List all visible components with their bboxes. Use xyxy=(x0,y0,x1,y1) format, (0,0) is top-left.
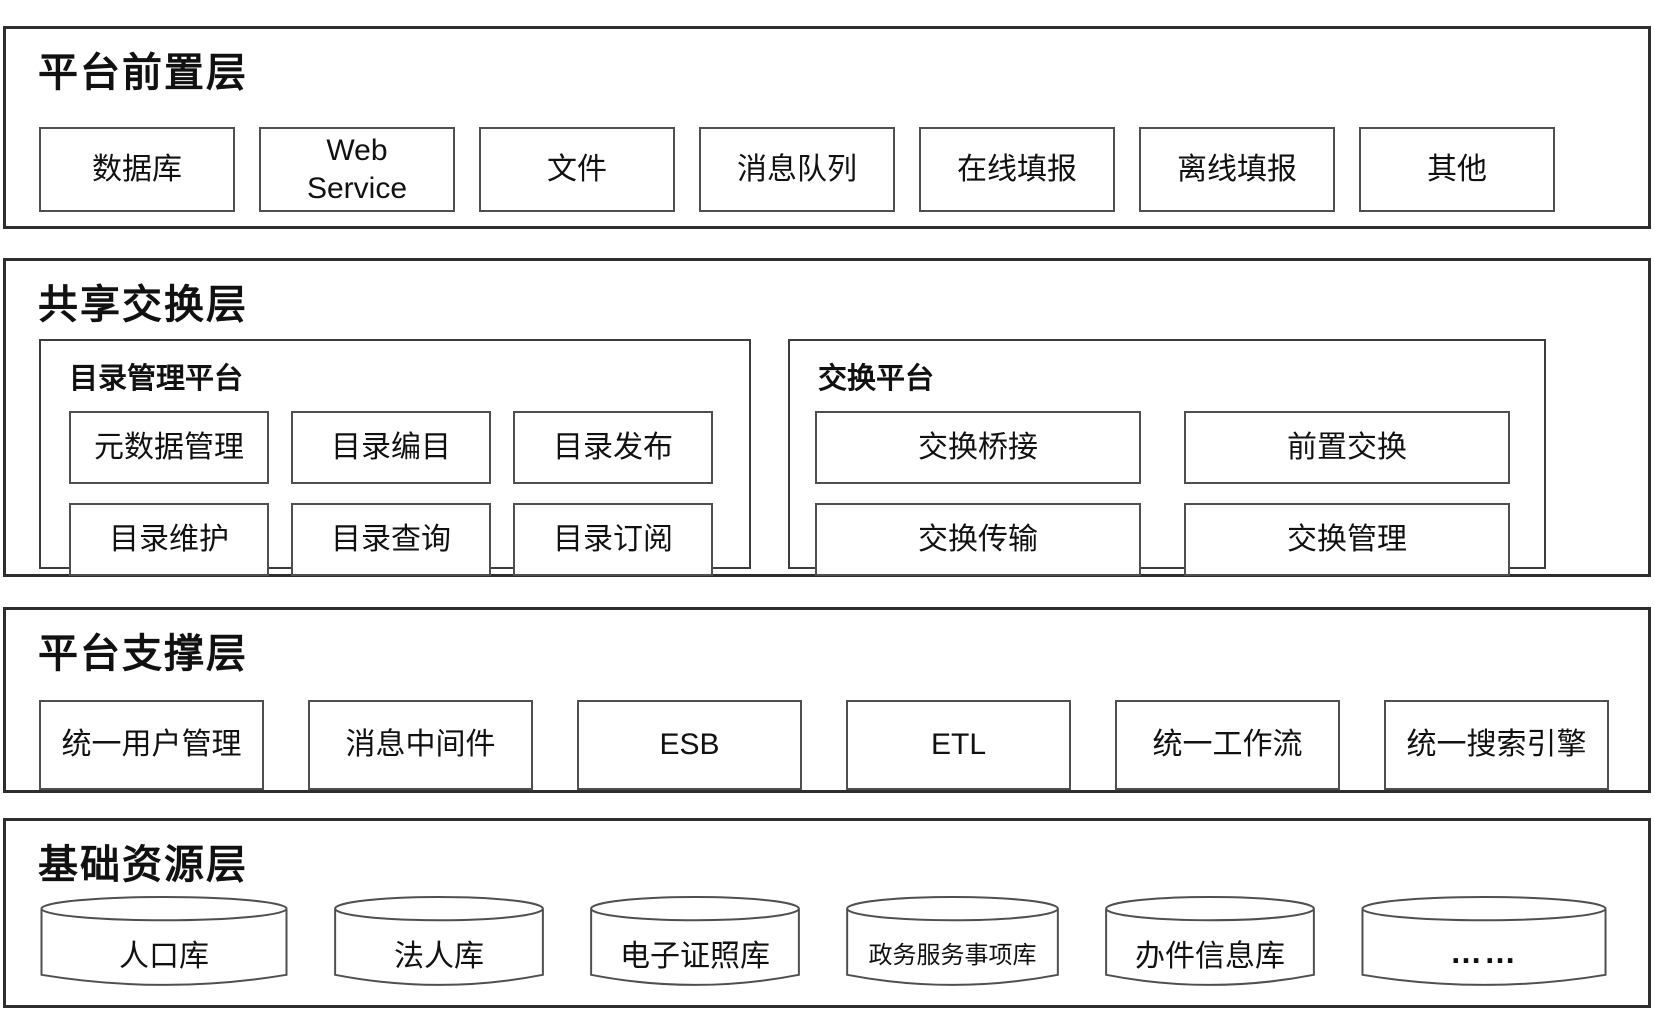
resource-cylinder-row: 人口库 法人库 电子证照库 政务服务事项库 xyxy=(39,895,1648,992)
box-unified-user-management: 统一用户管理 xyxy=(39,700,264,790)
box-online-reporting: 在线填报 xyxy=(919,127,1115,212)
exchange-panel-grid: 交换桥接 前置交换 交换传输 交换管理 xyxy=(815,411,1511,576)
layer-platform-support: 平台支撑层 统一用户管理 消息中间件 ESB ETL 统一工作流 统一搜索引擎 xyxy=(3,607,1651,793)
layer-basic-resources: 基础资源层 人口库 法人库 电子证照库 xyxy=(3,818,1651,1008)
box-catalog-maintenance: 目录维护 xyxy=(69,503,269,576)
box-exchange-transfer: 交换传输 xyxy=(815,503,1141,576)
box-front-exchange: 前置交换 xyxy=(1184,411,1510,484)
cylinder-label: 法人库 xyxy=(394,939,484,973)
box-catalog-publish: 目录发布 xyxy=(513,411,713,484)
layer-title-platform-support: 平台支撑层 xyxy=(38,632,248,676)
exchange-layer-panels: 目录管理平台 元数据管理 目录编目 目录发布 目录维护 目录查询 目录订阅 交换… xyxy=(39,339,1648,576)
box-message-middleware: 消息中间件 xyxy=(308,700,533,790)
cylinder-gov-service-items-db: 政务服务事项库 xyxy=(845,895,1060,992)
panel-title-exchange-platform: 交换平台 xyxy=(818,363,935,395)
box-unified-workflow: 统一工作流 xyxy=(1115,700,1340,790)
panel-title-catalog-management: 目录管理平台 xyxy=(69,363,244,395)
layer-title-sharing-exchange: 共享交换层 xyxy=(38,283,248,327)
database-cylinder-icon xyxy=(333,895,545,992)
layer-sharing-exchange: 共享交换层 目录管理平台 元数据管理 目录编目 目录发布 目录维护 目录查询 目… xyxy=(3,258,1651,577)
support-layer-box-row: 统一用户管理 消息中间件 ESB ETL 统一工作流 统一搜索引擎 xyxy=(39,700,1648,790)
database-cylinder-icon xyxy=(1360,895,1608,992)
database-cylinder-icon xyxy=(39,895,289,992)
database-cylinder-icon xyxy=(1104,895,1316,992)
cylinder-label: 办件信息库 xyxy=(1135,939,1285,973)
cylinder-label: …… xyxy=(1450,934,1518,970)
cylinder-label: 人口库 xyxy=(119,939,209,973)
box-offline-reporting: 离线填报 xyxy=(1139,127,1335,212)
cylinder-population-db: 人口库 xyxy=(39,895,289,992)
box-metadata-management: 元数据管理 xyxy=(69,411,269,484)
cylinder-legal-entity-db: 法人库 xyxy=(333,895,545,992)
catalog-panel-grid: 元数据管理 目录编目 目录发布 目录维护 目录查询 目录订阅 xyxy=(69,411,717,576)
layer-title-platform-front: 平台前置层 xyxy=(38,51,248,95)
box-file: 文件 xyxy=(479,127,675,212)
box-esb: ESB xyxy=(577,700,802,790)
layer-title-basic-resources: 基础资源层 xyxy=(38,843,248,887)
front-layer-box-row: 数据库 Web Service 文件 消息队列 在线填报 离线填报 其他 xyxy=(39,127,1648,212)
box-web-service: Web Service xyxy=(259,127,455,212)
box-other: 其他 xyxy=(1359,127,1555,212)
box-catalog-compilation: 目录编目 xyxy=(291,411,491,484)
panel-catalog-management: 目录管理平台 元数据管理 目录编目 目录发布 目录维护 目录查询 目录订阅 xyxy=(39,339,751,576)
box-database: 数据库 xyxy=(39,127,235,212)
box-catalog-query: 目录查询 xyxy=(291,503,491,576)
box-exchange-management: 交换管理 xyxy=(1184,503,1510,576)
box-message-queue: 消息队列 xyxy=(699,127,895,212)
cylinder-case-info-db: 办件信息库 xyxy=(1104,895,1316,992)
layer-platform-front: 平台前置层 数据库 Web Service 文件 消息队列 在线填报 离线填报 … xyxy=(3,26,1651,229)
panel-exchange-platform: 交换平台 交换桥接 前置交换 交换传输 交换管理 xyxy=(788,339,1546,576)
cylinder-label: 政务服务事项库 xyxy=(868,942,1037,969)
database-cylinder-icon xyxy=(589,895,801,992)
cylinder-e-license-db: 电子证照库 xyxy=(589,895,801,992)
database-cylinder-icon xyxy=(845,895,1060,992)
cylinder-label: 电子证照库 xyxy=(620,939,770,973)
box-catalog-subscription: 目录订阅 xyxy=(513,503,713,576)
cylinder-more: …… xyxy=(1360,895,1608,992)
box-etl: ETL xyxy=(846,700,1071,790)
box-unified-search-engine: 统一搜索引擎 xyxy=(1384,700,1609,790)
box-exchange-bridge: 交换桥接 xyxy=(815,411,1141,484)
